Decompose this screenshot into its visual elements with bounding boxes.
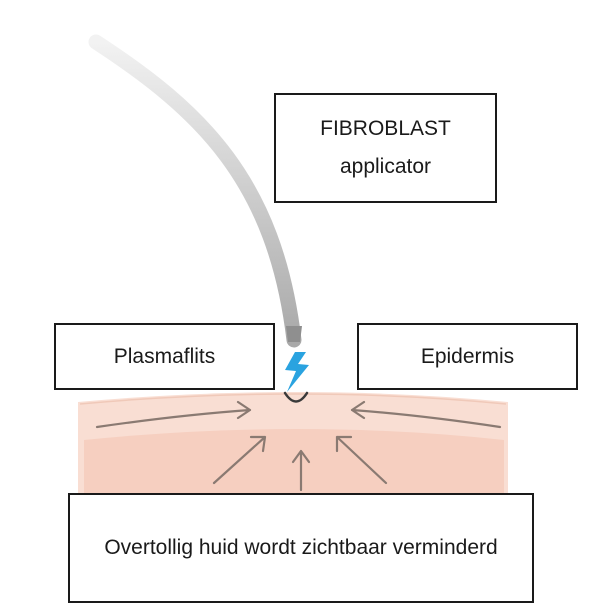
lightning-bolt-icon xyxy=(285,352,309,392)
arrow-lower-left xyxy=(212,435,267,485)
applicator-wand xyxy=(88,34,302,348)
applicator-tip xyxy=(286,326,302,342)
result-label: Overtollig huid wordt zichtbaar verminde… xyxy=(68,493,534,603)
skin-inner-layer xyxy=(84,429,504,500)
plasma-flash-label: Plasmaflits xyxy=(54,323,275,390)
arrow-center-up xyxy=(291,449,311,492)
plasma-flash-label-text: Plasmaflits xyxy=(113,344,216,368)
applicator-label: FIBROBLAST applicator xyxy=(274,93,497,203)
arrow-lower-right xyxy=(335,435,388,485)
epidermis-label-text: Epidermis xyxy=(420,344,515,368)
skin-contact-mark xyxy=(283,391,309,403)
applicator-label-text: FIBROBLAST applicator xyxy=(320,117,451,178)
skin-surface-line xyxy=(79,393,507,405)
arrow-right-horizontal xyxy=(350,400,502,429)
result-label-text: Overtollig huid wordt zichtbaar verminde… xyxy=(104,536,498,559)
epidermis-label: Epidermis xyxy=(357,323,578,390)
contraction-arrows xyxy=(95,400,502,492)
arrow-left-horizontal xyxy=(95,400,252,429)
